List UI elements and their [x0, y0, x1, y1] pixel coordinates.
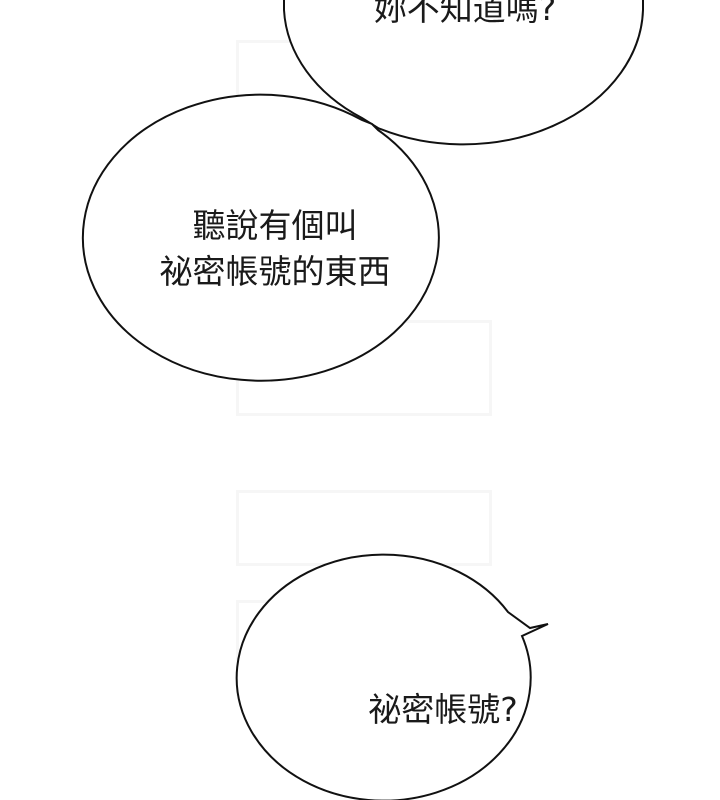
speech-bubble-bottom: [235, 553, 549, 800]
bubble-text: 聽說有個叫 祕密帳號的東西: [120, 203, 430, 295]
text-line: 祕密帳號?: [368, 690, 518, 729]
text-line: 祕密帳號的東西: [159, 252, 391, 291]
bubble-text: 祕密帳號?: [330, 687, 556, 733]
speech-bubble-top: [283, 0, 644, 146]
text-line: 妳不知道嗎?: [373, 0, 557, 28]
text-line: 聽說有個叫: [192, 206, 358, 245]
bubble-text: 妳不知道嗎?: [330, 0, 600, 32]
speech-bubble-middle: [81, 93, 440, 382]
